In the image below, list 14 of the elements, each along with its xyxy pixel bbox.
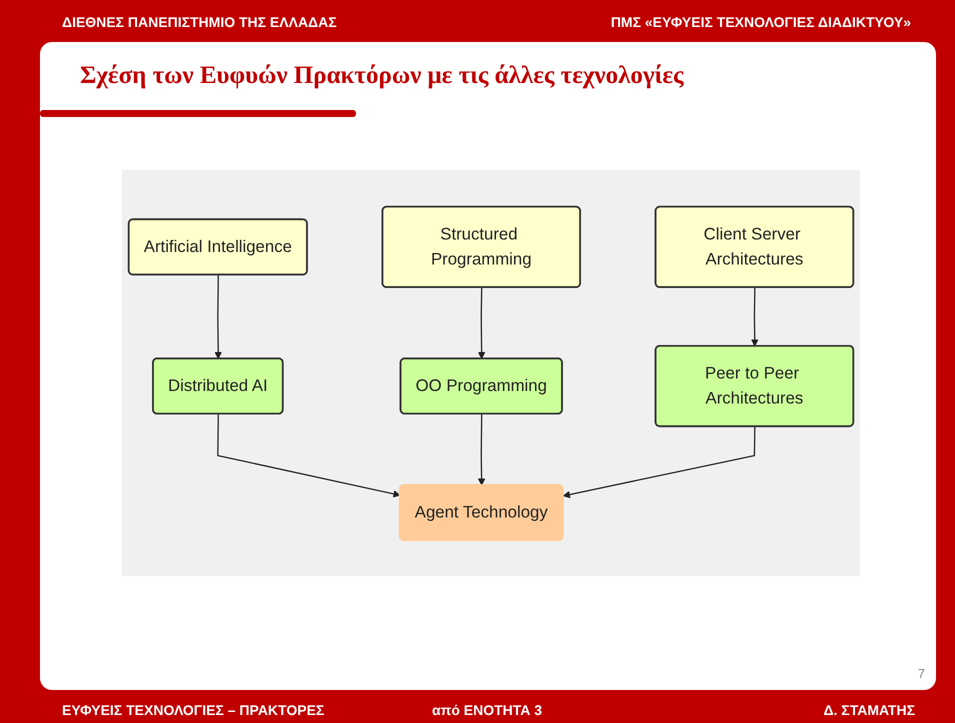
arrow [478, 287, 486, 359]
page-number: 7 [918, 666, 925, 681]
slide-title: Σχέση των Ευφυών Πρακτόρων με τις άλλες τεχνολογίες [80, 62, 684, 90]
header-text: ΠΜΣ «ΕΥΦΥΕΙΣ ΤΕΧΝΟΛΟΓΙΕΣ ΔΙΑΔΙΚΤΥΟΥ» [610, 14, 911, 30]
diagram-panel: Artificial Intelligence Structured Programming Client Server Architectures Distributed AI OO Programming Peer to Peer Architectures Agent Technology [122, 170, 860, 576]
header-text: ΔΙΕΘΝΕΣ ΠΑΝΕΠΙΣΤΗΜΙΟ ΤΗΣ ΕΛΛΑΔΑΣ [62, 14, 337, 30]
footer-text: Δ. ΣΤΑΜΑΤΗΣ [823, 702, 915, 718]
footer-text: από ΕΝΟΤΗΤΑ 3 [432, 702, 542, 718]
arrow [217, 414, 400, 498]
footer-text: ΕΥΦΥΕΙΣ ΤΕΧΝΟΛΟΓΙΕΣ – ΠΡΑΚΤΟΡΕΣ [62, 702, 324, 718]
arrow [478, 414, 486, 486]
arrow [751, 287, 758, 346]
arrow [562, 426, 756, 498]
arrow [214, 274, 222, 359]
